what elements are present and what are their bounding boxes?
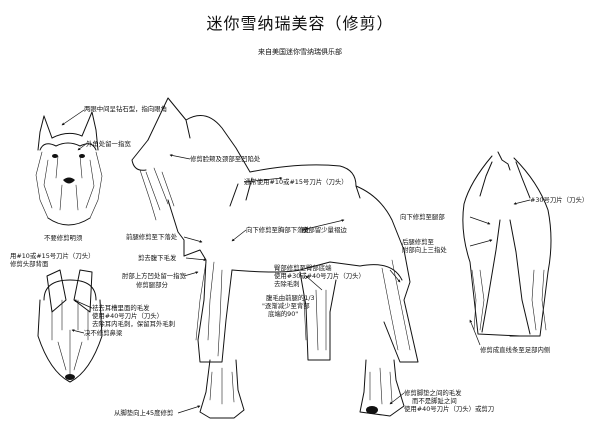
label-ear-2: 使用#40号刀片（刀头） — [92, 312, 164, 320]
label-armpit-finger: 肘部上方凹处留一指宽 — [122, 272, 186, 280]
label-back-clipper: #30号刀片（刀头） — [530, 196, 589, 204]
side-body-drawing — [131, 97, 419, 363]
label-belly-line-1: 腹毛由前腿的1/3 — [266, 294, 315, 302]
page-title: 迷你雪纳瑞美容（修剪） — [206, 14, 394, 33]
label-rear-line: 修剪成直线条至足部内侧 — [480, 346, 551, 354]
label-rear-clip-2: 使用#30或#40号刀片（刀头） — [274, 272, 365, 280]
label-trim-cheek-throat: 修剪脸颊及颈部至凹陷处 — [190, 155, 261, 163]
label-rear-ridge-2: 附部向上三指处 — [402, 246, 447, 254]
label-trim-thigh: 向下修剪至腿部 — [400, 213, 445, 221]
back-head-drawing — [37, 269, 103, 383]
front-foot-drawing — [199, 359, 245, 419]
label-body-clip: 通常使用#10或#15号刀片（刀头） — [244, 178, 348, 186]
label-scissor-belly: 剪去腹下毛发 — [138, 254, 177, 262]
label-ear-1: 祛去耳槽里面的毛发 — [92, 304, 150, 312]
label-down-to-chest: 向下修剪至胸部下落处 — [246, 226, 310, 234]
label-foot-bevel: 从脚垫向上45度修剪 — [114, 409, 174, 417]
label-ear-head-2: 修剪头部背面 — [10, 260, 49, 268]
label-rear-ridge: 后腿修剪至 — [402, 238, 434, 246]
label-rear-clip-3: 去除毛刺 — [274, 280, 300, 288]
front-head-drawing — [35, 111, 103, 226]
label-belly-line-2: "逐渐减少至背部 — [262, 302, 310, 310]
label-waist-skirt: 腰部留少量褶边 — [302, 226, 347, 234]
label-foot-pad-2: 而不是脚趾之间 — [412, 397, 457, 405]
rear-foot-drawing — [359, 359, 405, 417]
rear-view-drawing — [462, 151, 552, 337]
label-front-leg-down: 前腿修剪至下落处 — [126, 233, 178, 241]
leader-lines — [61, 109, 531, 414]
label-trim-leg-part: 修剪腿部分 — [136, 281, 168, 289]
label-no-trim-nose: 决不修剪鼻梁 — [84, 329, 123, 337]
page-subtitle: 来自美国迷你雪纳瑞俱乐部 — [258, 48, 342, 56]
label-outer-corner: 外角处留一指宽 — [86, 140, 131, 148]
label-no-trim-eyebrow: 不要修剪明须 — [44, 234, 83, 242]
label-foot-pad-3: 使用#40号刀片（刀头）或剪刀 — [404, 405, 495, 413]
label-ear-head-1: 用#10或#15号刀片（刀头） — [10, 252, 95, 260]
label-foot-pad-1: 修剪脚垫之间的毛发 — [404, 389, 462, 397]
label-rear-clip-1: 臀部修剪至臀部底端 — [274, 264, 332, 272]
label-belly-line-3: 底端的90" — [268, 310, 299, 318]
label-eyebrow-diamond: 两眼中间呈钻石型，指向眼角 — [84, 105, 168, 113]
label-ear-3: 去除耳内毛刺，保留耳外毛刺 — [92, 320, 176, 328]
